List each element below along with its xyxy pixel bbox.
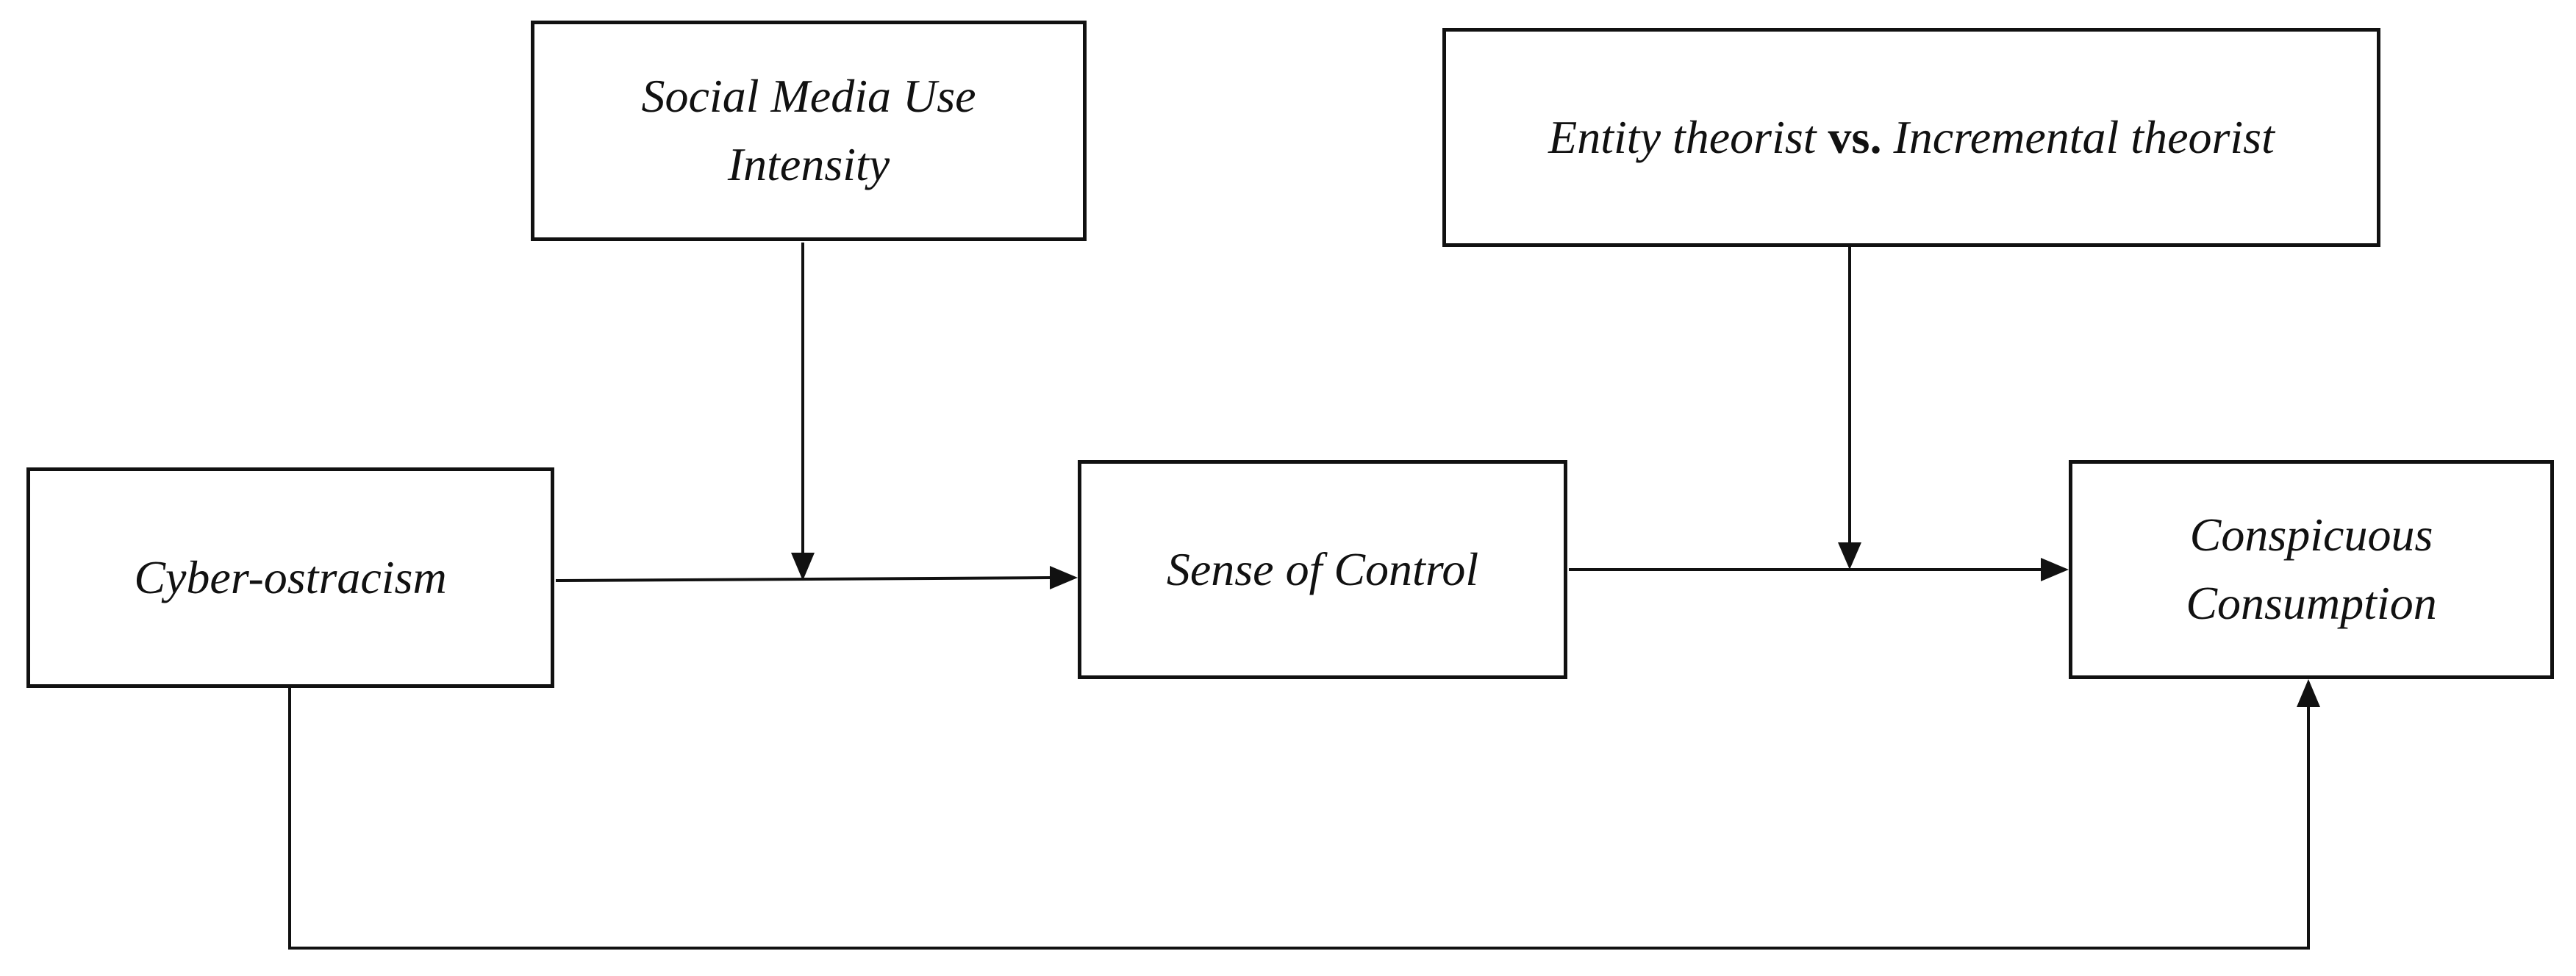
node-entity-vs-incremental-theorist: Entity theorist vs. Incremental theorist	[1442, 28, 2380, 247]
node-cyber-ostracism: Cyber-ostracism	[26, 467, 554, 688]
node-sense-of-control-label: Sense of Control	[1166, 542, 1479, 595]
node-conspicuous-line1: Conspicuous	[2189, 509, 2433, 561]
node-cyber-ostracism-label: Cyber-ostracism	[134, 550, 447, 603]
node-social-media-line2: Intensity	[727, 138, 890, 190]
edge-cyber-to-sense-arrowhead	[1050, 566, 1078, 589]
node-conspicuous-consumption: Conspicuous Consumption	[2069, 460, 2554, 679]
edge-social-moderator-arrowhead	[791, 553, 815, 581]
node-entity-connector: vs.	[1828, 110, 1882, 163]
edge-direct-path-arrowhead	[2297, 679, 2320, 707]
node-entity-label: Entity theorist vs. Incremental theorist	[1534, 104, 2289, 171]
edge-entity-moderator-arrowhead	[1838, 542, 1861, 570]
node-social-media-label: Social Media Use Intensity	[627, 62, 991, 199]
node-sense-of-control: Sense of Control	[1078, 460, 1567, 679]
edge-sense-to-consp-arrowhead	[2041, 558, 2069, 581]
edge-cyber-to-sense-line	[555, 576, 1052, 582]
node-conspicuous-line2: Consumption	[2186, 577, 2437, 629]
edge-direct-path-line	[288, 688, 2310, 950]
node-entity-part2: Incremental theorist	[1893, 110, 2275, 163]
node-social-media-use-intensity: Social Media Use Intensity	[531, 21, 1087, 241]
node-entity-part1: Entity theorist	[1548, 110, 1817, 163]
node-social-media-line1: Social Media Use	[641, 70, 976, 123]
node-conspicuous-consumption-label: Conspicuous Consumption	[2171, 501, 2451, 638]
